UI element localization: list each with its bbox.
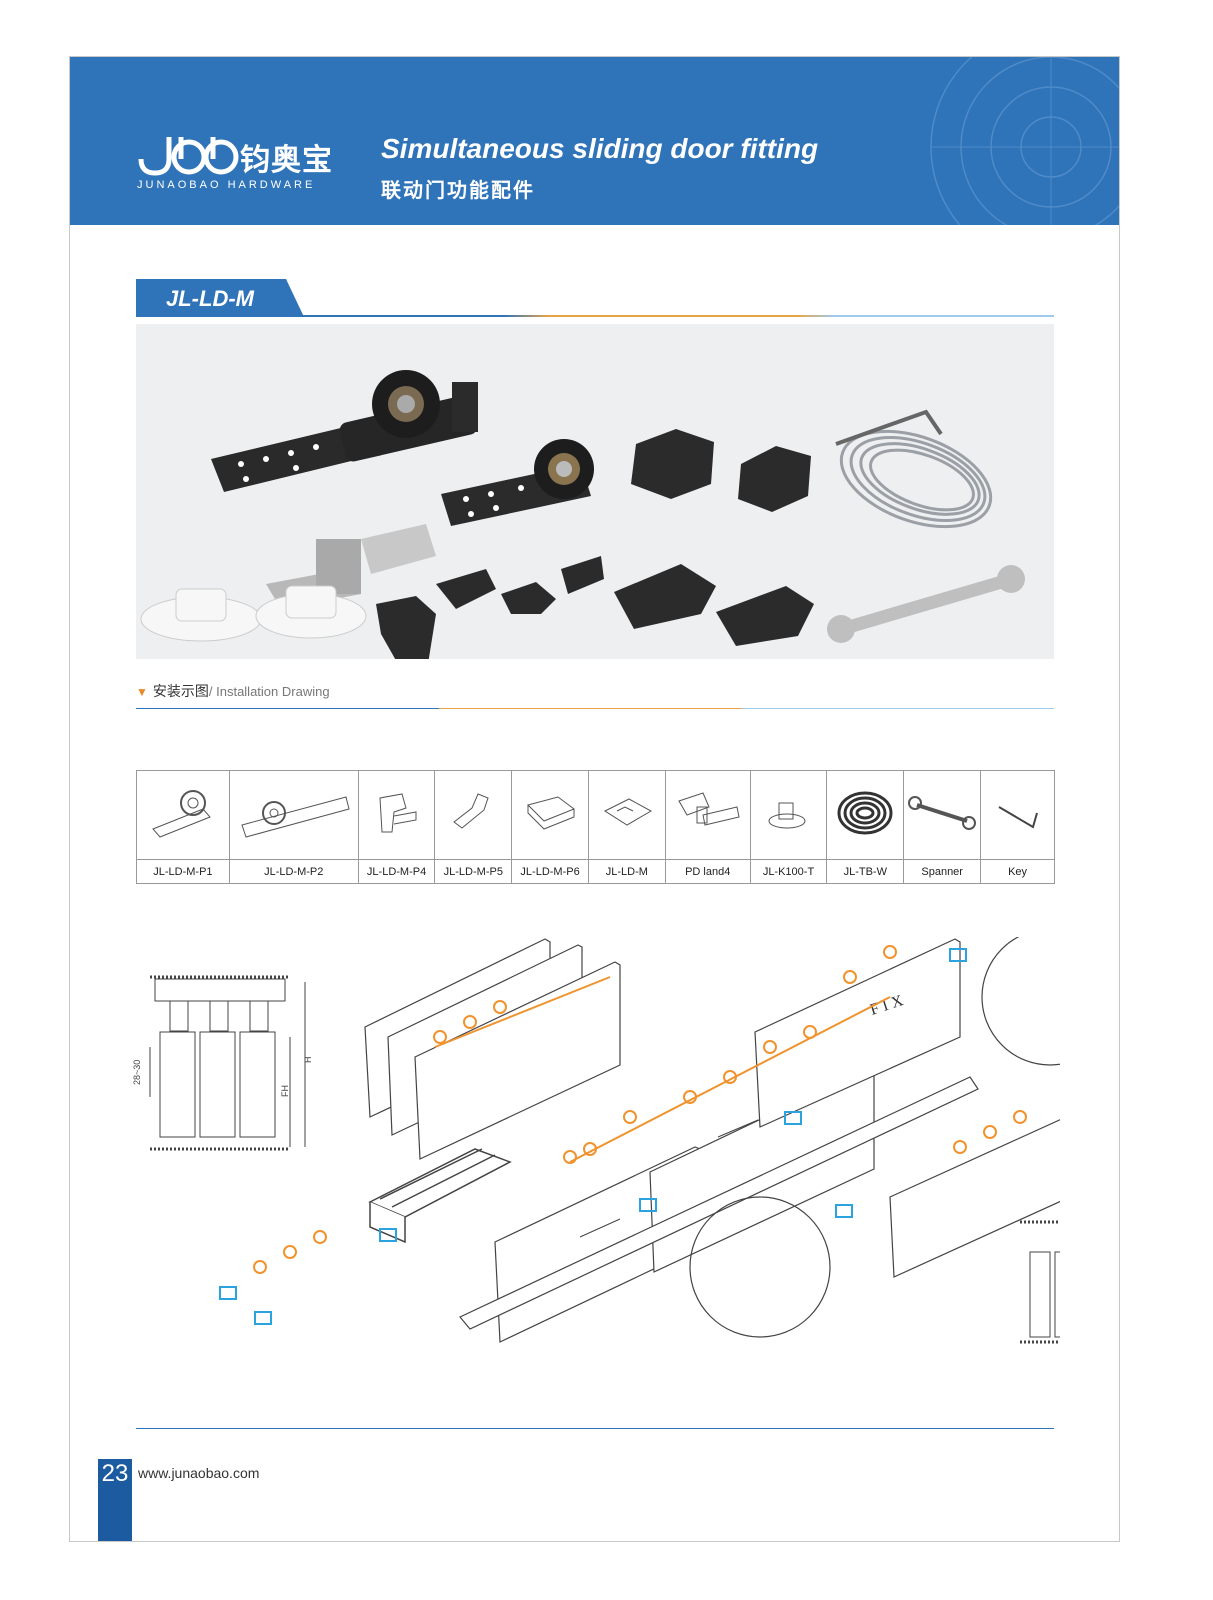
part-cell-p1 (136, 770, 230, 860)
part-cell-p5 (434, 770, 513, 860)
triangle-down-icon: ▼ (136, 685, 148, 699)
part-ld-m-icon (603, 797, 652, 826)
page-title-en: Simultaneous sliding door fitting (381, 133, 819, 164)
parts-image-row (136, 770, 1055, 860)
direction-arrows (579, 1119, 759, 1238)
footer-divider (136, 1428, 1054, 1429)
product-photo (136, 324, 1054, 664)
end-section-view (1020, 1220, 1060, 1344)
part-cell-key (980, 770, 1055, 860)
cable-coil (839, 429, 993, 529)
parts-table: JL-LD-M-P1 JL-LD-M-P2 JL-LD-M-P4 JL-LD-M… (136, 770, 1055, 884)
part-p1-icon (152, 789, 211, 838)
part-cell-ld-m (587, 770, 666, 860)
brand-logo (138, 137, 239, 176)
part-name: JL-LD-M (587, 859, 666, 884)
catalog-page: 钧奥宝 JUNAOBAO HARDWARE Simultaneous slidi… (69, 56, 1120, 1542)
part-key-icon (998, 805, 1038, 829)
part-p5-icon (453, 792, 489, 829)
part-name: JL-TB-W (826, 859, 905, 884)
part-cell-p4 (357, 770, 436, 860)
model-divider (136, 315, 1054, 317)
part-k100-t-icon (768, 802, 806, 828)
part-p2-icon (241, 795, 350, 838)
decorative-circles (930, 57, 1119, 225)
part-name: JL-LD-M-P4 (357, 859, 436, 884)
installation-heading-en: / Installation Drawing (208, 684, 330, 699)
dim-h-label: H (303, 1057, 313, 1064)
page-number: 23 (101, 1460, 129, 1487)
page-number-box (98, 1459, 132, 1541)
model-label: JL-LD-M (166, 286, 254, 311)
page-title-cn: 联动门功能配件 (381, 178, 535, 202)
side-section-view (149, 975, 306, 1151)
blue-stopper-clips (219, 948, 967, 1325)
part-cell-tb-w (826, 770, 905, 860)
part-spanner-icon (908, 795, 977, 830)
part-p6-icon (527, 795, 576, 830)
part-name: PD land4 (664, 859, 751, 884)
part-name: JL-LD-M-P1 (136, 859, 230, 884)
part-cell-p6 (511, 770, 589, 860)
installation-divider (136, 708, 1054, 709)
silver-slide-plate (266, 524, 436, 609)
part-cell-k100-t (749, 770, 828, 860)
hex-key (835, 409, 943, 446)
roller-plate-short (441, 439, 594, 526)
roller-plate-long (211, 370, 478, 492)
installation-heading-cn: 安装示图 (152, 684, 209, 700)
model-tab-shape (136, 279, 304, 317)
part-name: Key (980, 859, 1055, 884)
dim-fh-label: FH (280, 1085, 290, 1097)
installation-heading: ▼ 安装示图/ Installation Drawing (136, 681, 330, 701)
brand-name-cn: 钧奥宝 (240, 143, 333, 178)
parts-name-row: JL-LD-M-P1 JL-LD-M-P2 JL-LD-M-P4 JL-LD-M… (136, 859, 1055, 884)
spanner (827, 565, 1025, 643)
part-pd-land4-icon (677, 791, 740, 826)
part-cell-spanner (903, 770, 982, 860)
door-panels (364, 938, 1060, 1343)
part-name: Spanner (903, 859, 982, 884)
website-link[interactable]: www.junaobao.com (138, 1465, 260, 1481)
header-banner: 钧奥宝 JUNAOBAO HARDWARE Simultaneous slidi… (70, 57, 1119, 225)
part-name: JL-LD-M-P5 (434, 859, 513, 884)
brand-name-en: JUNAOBAO HARDWARE (137, 179, 316, 191)
part-p4-icon (379, 792, 417, 832)
installation-diagram: 28~30 FH H FIX (132, 937, 1060, 1344)
part-name: JL-LD-M-P6 (511, 859, 589, 884)
white-stoppers (140, 585, 367, 642)
part-name: JL-LD-M-P2 (228, 859, 359, 884)
product-parts-illustration (140, 370, 1025, 664)
bracket-pieces (376, 429, 814, 664)
orange-rollers (253, 945, 1027, 1274)
part-tb-w-icon (837, 791, 893, 834)
dim-side-label: 28~30 (132, 1060, 142, 1085)
part-name: JL-K100-T (749, 859, 828, 884)
part-cell-p2 (228, 770, 359, 860)
part-cell-pd-land4 (664, 770, 751, 860)
detail-magnifiers (689, 937, 1060, 1338)
